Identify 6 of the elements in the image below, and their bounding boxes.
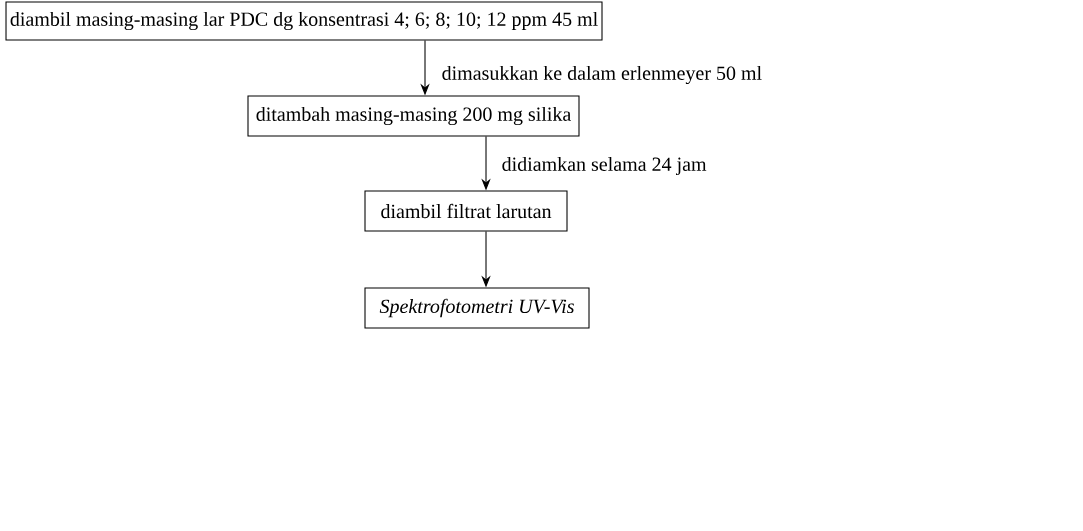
edge-label: dimasukkan ke dalam erlenmeyer 50 ml [442, 65, 762, 85]
edge-label: didiamkan selama 24 jam [502, 156, 707, 176]
process-box: ditambah masing-masing 200 mg silika [247, 95, 580, 137]
process-box: Spektrofotometri UV-Vis [364, 287, 590, 329]
process-box: diambil filtrat larutan [364, 190, 568, 232]
process-box: diambil masing-masing lar PDC dg konsentrasi 4; 6; 8; 10; 12 ppm 45 ml [5, 1, 603, 41]
